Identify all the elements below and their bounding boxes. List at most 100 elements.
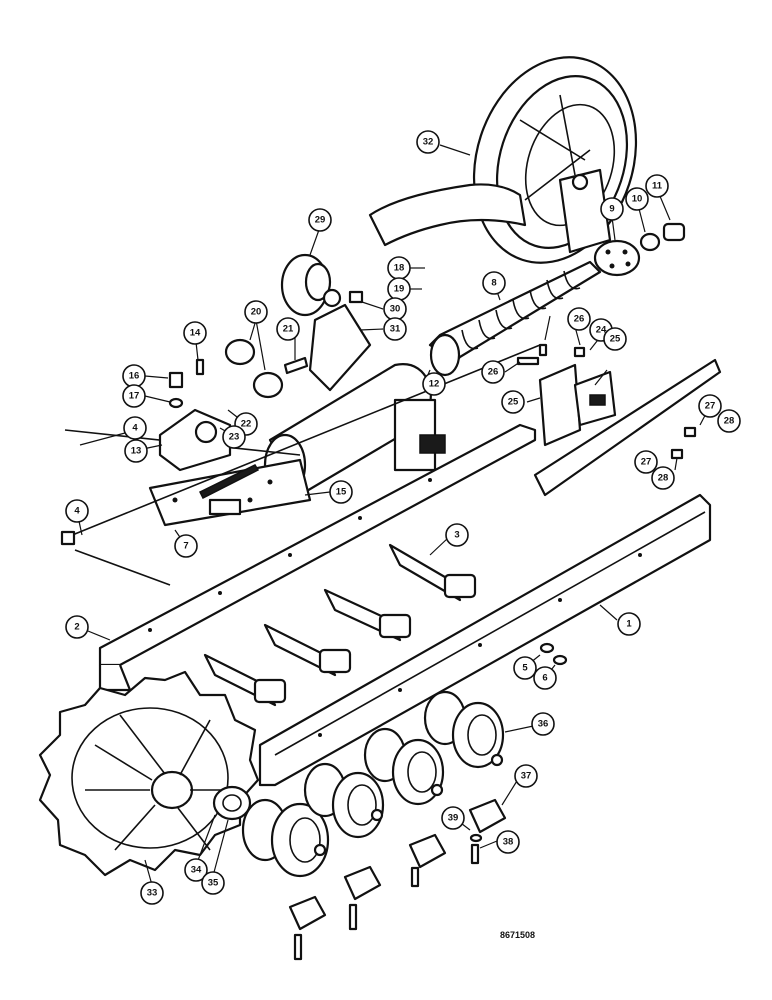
callout-20: 20 (244, 300, 268, 324)
svg-text:26: 26 (574, 314, 585, 325)
callout-30: 30 (383, 297, 407, 321)
svg-text:35: 35 (208, 878, 219, 889)
svg-text:38: 38 (503, 837, 514, 848)
svg-text:39: 39 (448, 813, 459, 824)
svg-text:17: 17 (129, 391, 140, 402)
idler-wheel (368, 56, 638, 264)
track-rollers (241, 690, 505, 878)
svg-text:12: 12 (429, 379, 440, 390)
svg-text:19: 19 (394, 284, 405, 295)
svg-text:24: 24 (596, 325, 607, 336)
callout-23: 23 (222, 425, 246, 449)
svg-text:9: 9 (609, 204, 614, 215)
callout-18: 18 (387, 256, 411, 280)
pillow-block (158, 338, 309, 472)
callout-15: 15 (329, 480, 353, 504)
track-guard (516, 343, 722, 497)
hub-seal (212, 785, 252, 821)
callout-4a: 4 (123, 416, 147, 440)
callout-29: 29 (308, 208, 332, 232)
svg-text:5: 5 (522, 663, 528, 674)
svg-text:6: 6 (542, 673, 547, 684)
svg-text:3: 3 (454, 530, 459, 541)
svg-text:26: 26 (488, 367, 499, 378)
callout-6: 6 (533, 666, 557, 690)
recoil-spring (428, 260, 602, 377)
svg-text:4: 4 (74, 506, 80, 517)
callout-39: 39 (441, 806, 465, 830)
svg-text:37: 37 (521, 771, 532, 782)
svg-text:13: 13 (131, 446, 142, 457)
callout-9: 9 (600, 197, 624, 221)
callout-5: 5 (513, 656, 537, 680)
svg-text:21: 21 (283, 324, 294, 335)
callout-34: 34 (184, 858, 208, 882)
callout-19: 19 (387, 277, 411, 301)
carrier-roller (280, 253, 372, 392)
cross-members (203, 543, 477, 707)
callout-26a: 26 (567, 307, 591, 331)
svg-text:25: 25 (508, 397, 519, 408)
callout-17: 17 (122, 384, 146, 408)
callout-2: 2 (65, 615, 89, 639)
svg-text:22: 22 (241, 419, 252, 430)
callout-14: 14 (183, 321, 207, 345)
svg-text:28: 28 (724, 416, 735, 427)
callout-27a: 27 (698, 394, 722, 418)
tension-plate (148, 458, 312, 527)
svg-text:20: 20 (251, 307, 262, 318)
svg-text:31: 31 (390, 324, 401, 335)
svg-text:1: 1 (626, 619, 632, 630)
idler-hub (593, 222, 686, 277)
svg-text:29: 29 (315, 215, 326, 226)
callout-32: 32 (416, 130, 440, 154)
svg-text:14: 14 (190, 328, 201, 339)
drive-sprocket (38, 670, 260, 877)
svg-text:15: 15 (336, 487, 347, 498)
callout-4b: 4 (65, 499, 89, 523)
callout-26b: 26 (481, 360, 505, 384)
callout-8: 8 (482, 271, 506, 295)
callout-25a: 25 (603, 327, 627, 351)
callout-37: 37 (514, 764, 538, 788)
svg-text:34: 34 (191, 865, 202, 876)
svg-text:30: 30 (390, 304, 401, 315)
svg-text:11: 11 (652, 181, 663, 192)
callout-28a: 28 (717, 409, 741, 433)
callout-28b: 28 (651, 466, 675, 490)
callout-25b: 25 (501, 390, 525, 414)
svg-text:27: 27 (705, 401, 716, 412)
callout-35: 35 (201, 871, 225, 895)
svg-text:16: 16 (129, 371, 140, 382)
callout-11: 11 (645, 174, 669, 198)
svg-text:10: 10 (632, 194, 643, 205)
callout-13: 13 (124, 439, 148, 463)
callout-33: 33 (140, 881, 164, 905)
callout-36: 36 (531, 712, 555, 736)
main-track-frame (258, 493, 712, 787)
svg-text:8: 8 (491, 278, 496, 289)
callout-10: 10 (625, 187, 649, 211)
callout-21: 21 (276, 317, 300, 341)
svg-text:36: 36 (538, 719, 549, 730)
svg-text:4: 4 (132, 423, 138, 434)
callout-38: 38 (496, 830, 520, 854)
callout-7: 7 (174, 534, 198, 558)
svg-text:28: 28 (658, 473, 669, 484)
svg-text:25: 25 (610, 334, 621, 345)
callout-12: 12 (422, 372, 446, 396)
callout-27b: 27 (634, 450, 658, 474)
callout-1: 1 (617, 612, 641, 636)
svg-text:2: 2 (74, 622, 79, 633)
svg-text:7: 7 (183, 541, 188, 552)
drawing-number: 8671508 (500, 930, 536, 940)
callout-16: 16 (122, 364, 146, 388)
tie-rods (60, 344, 541, 586)
roller-clamps (288, 798, 507, 961)
callout-31: 31 (383, 317, 407, 341)
svg-text:23: 23 (229, 432, 240, 443)
callout-3: 3 (445, 523, 469, 547)
upper-guide-rail (98, 423, 537, 692)
svg-text:32: 32 (423, 137, 434, 148)
